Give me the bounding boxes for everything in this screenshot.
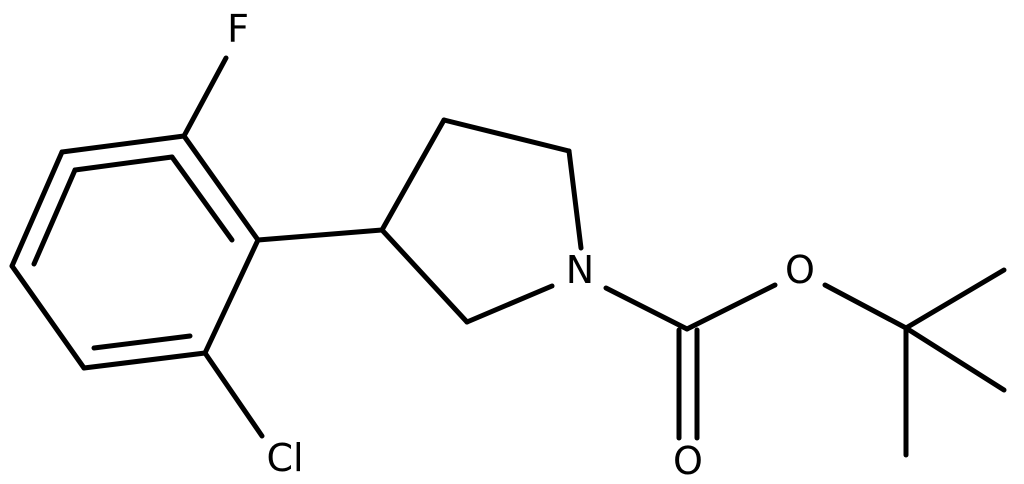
ring-bond-top: [59, 133, 187, 155]
chlorine-label: Cl: [266, 436, 303, 480]
ring-bond-upper-left-inner: [31, 167, 78, 267]
bond-tbutyl-methyl-lower-right: [903, 325, 1007, 393]
bond-carbonyl-c-ester-o: [684, 282, 778, 332]
boc-group: [603, 267, 1007, 458]
pyrrolidine-bond-c3-c4: [379, 117, 447, 233]
benzene-ring: [9, 133, 261, 371]
ring-bond-upper-right: [181, 133, 261, 243]
pyrrolidine-bond-n-c2: [464, 283, 555, 325]
pyrrolidine-bond-c2-c3: [379, 227, 470, 325]
nitrogen-label: N: [566, 248, 594, 292]
ester-oxygen-label: O: [785, 248, 815, 292]
bond-c-f: [181, 55, 229, 139]
bond-n-carbonyl-c: [603, 285, 690, 332]
bond-aryl-pyrrolidine: [255, 227, 385, 243]
ring-bond-top-inner: [72, 154, 175, 173]
ring-bond-bottom: [81, 350, 208, 371]
ring-bond-upper-right-inner: [169, 154, 235, 243]
ring-bond-lower-right: [202, 237, 261, 356]
ring-bond-upper-left: [9, 149, 65, 269]
fluorine-label: F: [227, 7, 249, 51]
ring-bond-bottom-inner: [91, 333, 193, 351]
pyrrolidine-ring: [379, 117, 584, 325]
ring-bond-lower-left: [9, 263, 87, 371]
pyrrolidine-bond-c5-n: [566, 148, 584, 251]
bond-ester-o-quaternary-c: [822, 282, 909, 331]
bond-c-cl: [202, 350, 265, 439]
carbonyl-oxygen-label: O: [673, 439, 703, 483]
bond-tbutyl-methyl-upper: [903, 267, 1007, 331]
pyrrolidine-bond-c4-c5: [441, 117, 572, 154]
